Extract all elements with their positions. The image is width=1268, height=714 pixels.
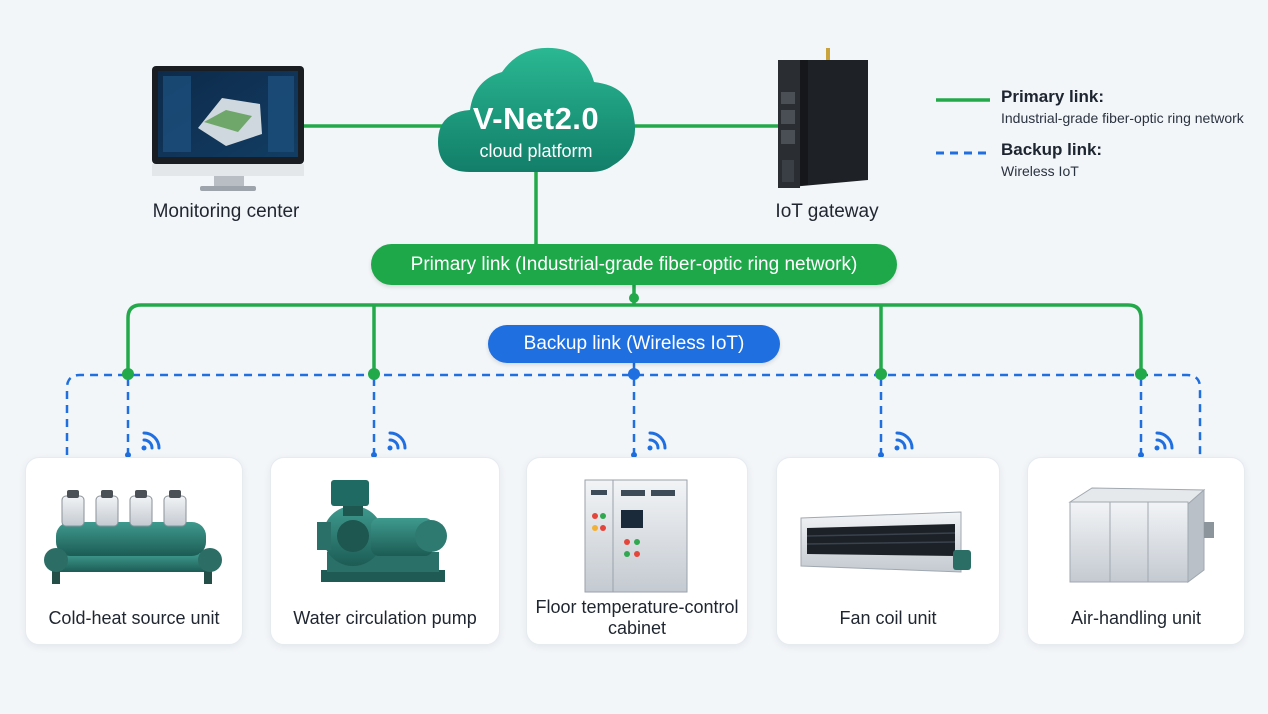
primary-link-lines — [126, 124, 1143, 372]
device-label: Air-handling unit — [1070, 607, 1202, 628]
cloud-subtitle: cloud platform — [479, 141, 593, 161]
wifi-icon — [387, 431, 407, 451]
legend-primary-desc: Industrial-grade fiber-optic ring networ… — [1001, 110, 1244, 126]
wifi-icon — [894, 431, 914, 451]
device-card-fan-coil[interactable]: Fan coil unit — [776, 457, 1000, 645]
cloud-title: V-Net2.0 — [472, 101, 600, 136]
monitor-icon — [152, 66, 304, 191]
iot-gateway-label: IoT gateway — [775, 201, 879, 222]
junction-dots — [122, 293, 1147, 458]
cabinet-icon — [584, 479, 688, 593]
air-handler-icon — [1068, 487, 1214, 583]
primary-link-bar: Primary link (Industrial-grade fiber-opt… — [371, 244, 897, 285]
device-label: Water circulation pump — [293, 607, 477, 628]
device-card-water-pump[interactable]: Water circulation pump — [270, 457, 500, 645]
device-label: Fan coil unit — [839, 607, 937, 628]
device-card-air-handling[interactable]: Air-handling unit — [1027, 457, 1245, 645]
wifi-icon — [141, 431, 161, 451]
wifi-icon — [647, 431, 667, 451]
monitoring-center-label: Monitoring center — [152, 201, 300, 222]
device-label: Floor temperature-control cabinet — [535, 597, 739, 638]
cloud-icon — [438, 47, 636, 172]
wifi-icons — [141, 431, 1174, 451]
fan-coil-icon — [800, 511, 971, 573]
chiller-icon — [44, 490, 222, 584]
gateway-icon — [778, 48, 868, 188]
device-card-floor-cabinet[interactable]: Floor temperature-control cabinet — [526, 457, 748, 645]
legend-primary-title: Primary link: — [1001, 87, 1104, 106]
legend-lines — [936, 98, 990, 155]
device-card-cold-heat-source[interactable]: Cold-heat source unit — [25, 457, 243, 645]
device-label: Cold-heat source unit — [48, 607, 220, 628]
legend-backup-title: Backup link: — [1001, 140, 1103, 159]
pump-icon — [317, 480, 447, 582]
backup-link-bar: Backup link (Wireless IoT) — [488, 325, 780, 363]
legend-backup-desc: Wireless IoT — [1001, 163, 1079, 179]
wifi-icon — [1154, 431, 1174, 451]
